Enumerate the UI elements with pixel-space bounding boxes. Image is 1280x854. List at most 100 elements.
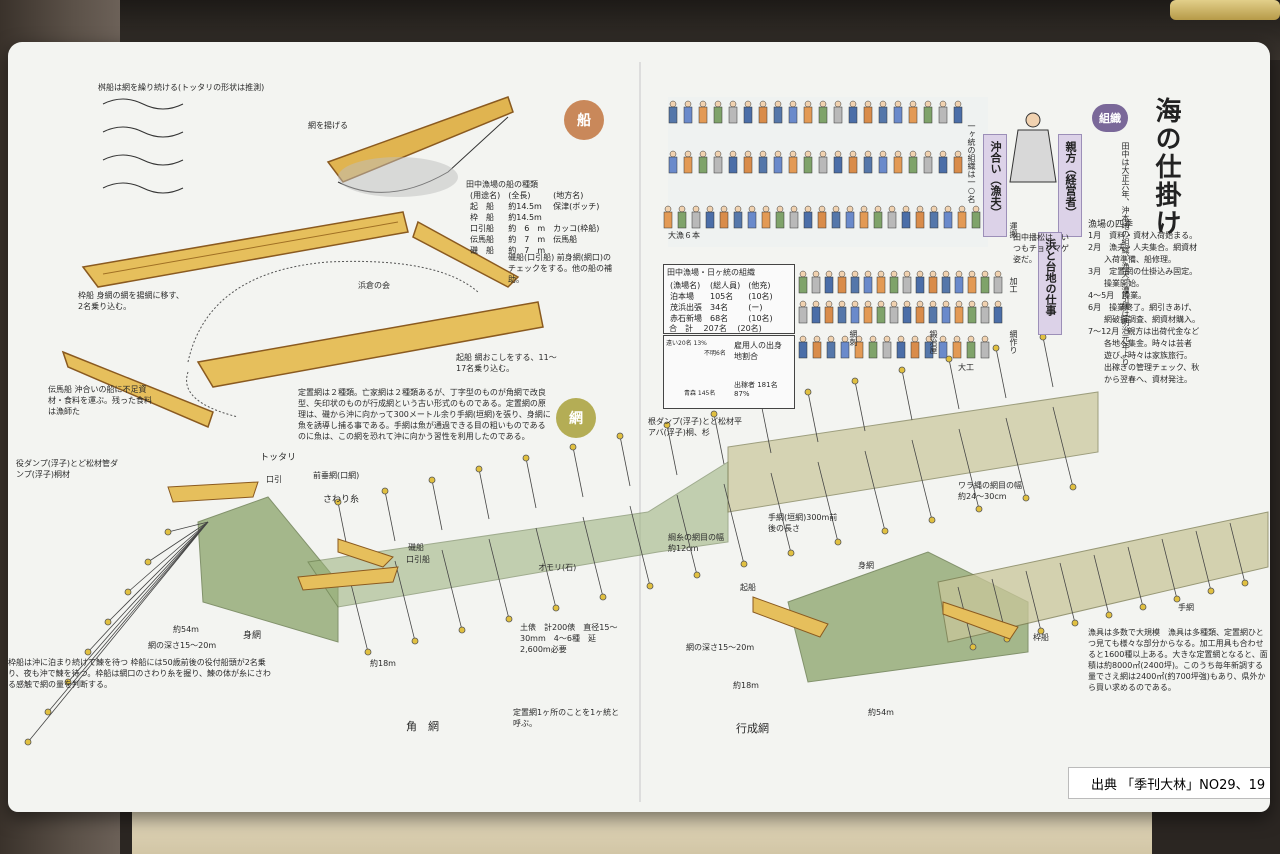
- anchor-line: [619, 435, 631, 487]
- boat-note-1: 桝船は網を繰り続ける(トッタリの形状は推測): [98, 83, 265, 92]
- org-label-sen: 網刺: [849, 330, 858, 346]
- float-buoy: [104, 618, 112, 626]
- worker-figure: [789, 205, 799, 229]
- float-buoy: [710, 410, 718, 418]
- anchor-line: [1025, 570, 1042, 632]
- worker-figure: [923, 150, 933, 174]
- worker-figure: [850, 270, 860, 294]
- worker-figure: [837, 270, 847, 294]
- worker-figure: [902, 300, 912, 324]
- float-buoy: [1105, 611, 1113, 619]
- anchor-line: [854, 380, 866, 432]
- label-depth2: 網の深さ15〜20m: [686, 643, 755, 652]
- kakuami-net-illustration: [197, 391, 1099, 643]
- worker-figure: [833, 100, 843, 124]
- boats-cell: 枠 船: [470, 213, 494, 222]
- kakuami-label: 角 網: [406, 720, 439, 733]
- label-doka: 土俵 計200俵 直径15〜30mm 4〜6種 延2,600m必要: [520, 623, 618, 654]
- worker-figure: [803, 100, 813, 124]
- worker-figure: [896, 335, 906, 359]
- worker-figure: [876, 300, 886, 324]
- section-net-badge: 網: [556, 398, 596, 438]
- anchor-line: [911, 439, 933, 521]
- worker-figure: [923, 100, 933, 124]
- worker-figure: [908, 100, 918, 124]
- worker-figure: [663, 205, 673, 229]
- worker-figure: [967, 300, 977, 324]
- worker-figure: [773, 150, 783, 174]
- worker-figure: [840, 335, 850, 359]
- worker-figure: [848, 100, 858, 124]
- worker-figure: [876, 270, 886, 294]
- label-miami: 身網: [243, 631, 262, 641]
- float-buoy: [24, 738, 32, 746]
- small-boat-4: [752, 596, 829, 638]
- worker-figure: [845, 205, 855, 229]
- net-intro-text: 定置網は２種類。亡家網は２種類あるが、丁字型のものが角網で改良型、矢印状のものが…: [298, 388, 551, 441]
- fleet-total-label: 合 計: [669, 324, 693, 333]
- worker-figure: [743, 100, 753, 124]
- anchor-line: [901, 369, 913, 421]
- bottom-left-text: 枠船は沖に泊まり続けて鰊を待つ 枠船には50歳前後の役付船頭が2名乗り、夜も沖で…: [8, 658, 271, 689]
- float-buoy: [945, 355, 953, 363]
- float-buoy: [1173, 595, 1181, 603]
- origin-slice4: 出稼者 181名 87%: [734, 381, 778, 398]
- label-tottari: トッタリ: [260, 453, 297, 463]
- worker-figure: [878, 150, 888, 174]
- label-miami2: 身網: [858, 561, 874, 570]
- worker-figure: [952, 335, 962, 359]
- boats-cell: 口引船: [470, 224, 494, 233]
- worker-figure: [954, 270, 964, 294]
- anchor-line: [666, 424, 678, 476]
- gyoseiami-net-illustration: [787, 511, 1269, 683]
- anchor-line: [770, 472, 792, 554]
- worker-figure: [966, 335, 976, 359]
- worker-figure: [728, 100, 738, 124]
- boats-header-cell: (全長): [508, 191, 531, 200]
- fleet-total: 合 計 207名 (20名): [669, 323, 762, 334]
- float-buoy: [599, 593, 607, 601]
- anchor-line: [441, 549, 463, 631]
- label-tsuna: 綱糸の網目の幅約12cm: [668, 533, 724, 553]
- schedule-row: 各地へ集金。時々は芸者: [1088, 339, 1192, 348]
- worker-figure: [938, 100, 948, 124]
- float-buoy: [663, 421, 671, 429]
- schedule-row: 1月 資料・資材入荷始まる。: [1088, 231, 1198, 240]
- small-boat-1: [167, 481, 259, 503]
- float-buoy: [505, 615, 513, 623]
- worker-figure: [868, 335, 878, 359]
- label-yakudanpu: 役ダンプ(浮子)とど松材管ダンプ(浮子)桐材: [16, 459, 119, 479]
- schedule-panel: 漁場の四季 1月 資料・資材入荷始まる。2月 漁夫・人夫集合。網資材 入荷準備、…: [1088, 217, 1200, 386]
- anchor-line: [948, 358, 960, 410]
- anchor-line: [1195, 530, 1212, 592]
- org-label-daiku: 大工: [958, 363, 974, 372]
- boat-note-5: 磯船(口引船) 前身網(網口)のチェックをする。他の船の補助。: [508, 253, 612, 284]
- anchor-line: [488, 538, 510, 620]
- worker-figure: [698, 150, 708, 174]
- label-maemi: 前垂網(口網): [313, 471, 360, 480]
- float-buoy: [693, 571, 701, 579]
- bamboo-pole: [1170, 0, 1280, 20]
- worker-figure: [943, 205, 953, 229]
- fleet-header-cell: (漁場名): [670, 281, 701, 290]
- worker-figure: [803, 150, 813, 174]
- float-buoy: [144, 558, 152, 566]
- anchor-line: [1059, 562, 1076, 624]
- worker-figure: [698, 100, 708, 124]
- anchor-line: [572, 446, 584, 498]
- worker-figure: [677, 205, 687, 229]
- boat-note-6: 起船 網おこしをする、11〜17名乗り込む。: [456, 353, 557, 373]
- worker-figure: [705, 205, 715, 229]
- worker-figure: [848, 150, 858, 174]
- label-18: 約18m: [370, 659, 396, 668]
- worker-figure: [683, 100, 693, 124]
- float-buoy: [552, 604, 560, 612]
- float-buoy: [334, 498, 342, 506]
- worker-figure: [854, 335, 864, 359]
- bottom-right-text: 漁具は多数で大規模 漁具は多種類、定置網ひとつ見ても様々な部分からなる。加工用具…: [1088, 628, 1268, 692]
- anchor-line: [525, 457, 537, 509]
- float-buoy: [881, 527, 889, 535]
- org-label-unpan: 運搬: [1009, 222, 1018, 238]
- float-buoy: [616, 432, 624, 440]
